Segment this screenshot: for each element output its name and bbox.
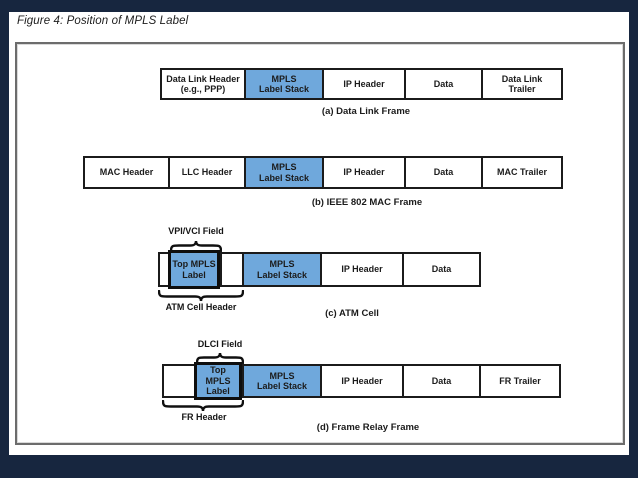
cell-mpls-label-stack: MPLS Label Stack [242,254,320,285]
label-atm-cell-header: ATM Cell Header [165,302,237,312]
cell-data: Data [402,366,479,396]
caption-atm-cell: (c) ATM Cell [325,308,379,319]
over-brace-vpi-vci [170,240,222,252]
cell-data: Data [404,70,481,98]
cell-ip-header: IP Header [322,70,404,98]
under-brace-fr-header [162,400,244,412]
under-brace-atm-cell-header [158,290,244,302]
cell-fr-header-lead [164,366,196,396]
caption-frame-relay-frame: (d) Frame Relay Frame [316,422,420,433]
cell-data: Data [404,158,481,187]
figure-panel: Figure 4: Position of MPLS Label Data Li… [9,12,629,455]
figure-title: Figure 4: Position of MPLS Label [17,15,189,27]
over-brace-dlci [196,352,244,364]
cell-atm-header-tail [220,254,242,285]
frame-data-link: Data Link Header (e.g., PPP) MPLS Label … [160,68,563,100]
cell-mpls-label-stack: MPLS Label Stack [244,70,322,98]
cell-data-link-header: Data Link Header (e.g., PPP) [166,73,240,94]
cell-mac-header: MAC Header [99,167,154,178]
cell-mpls-label-stack: MPLS Label Stack [244,158,322,187]
cell-ip-header: IP Header [320,366,402,396]
frame-ieee802-mac: MAC Header LLC Header MPLS Label Stack I… [83,156,563,189]
cell-ip-header: IP Header [322,158,404,187]
cell-top-mpls-label: Top MPLS Label [194,362,242,400]
label-fr-header: FR Header [181,412,227,422]
cell-data-link-trailer: Data Link Trailer [481,70,561,98]
cell-mac-trailer: MAC Trailer [481,158,561,187]
frame-atm-cell: Top MPLS Label MPLS Label Stack IP Heade… [158,250,481,289]
cell-llc-header: LLC Header [168,158,244,187]
diagram-canvas: Data Link Header (e.g., PPP) MPLS Label … [15,42,625,445]
caption-ieee802-mac-frame: (b) IEEE 802 MAC Frame [311,197,423,208]
cell-ip-header: IP Header [320,254,402,285]
cell-top-mpls-label: Top MPLS Label [168,250,220,289]
cell-mpls-label-stack: MPLS Label Stack [242,366,320,396]
frame-frame-relay: Top MPLS Label MPLS Label Stack IP Heade… [162,362,561,400]
cell-fr-trailer: FR Trailer [479,366,559,396]
label-dlci-field: DLCI Field [197,339,243,349]
cell-data: Data [402,254,479,285]
caption-data-link-frame: (a) Data Link Frame [321,106,411,117]
label-vpi-vci-field: VPI/VCI Field [168,226,224,236]
